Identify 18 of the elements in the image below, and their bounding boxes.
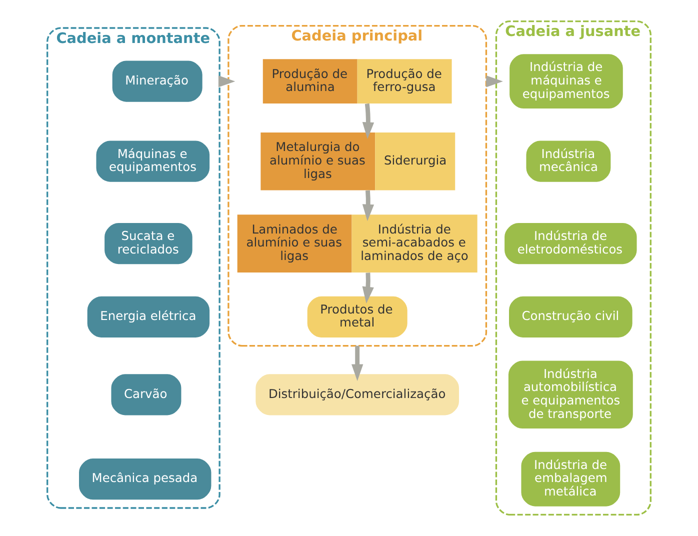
arrow — [351, 346, 364, 381]
node-box: Indústria de máquinas e equipamentos — [510, 54, 623, 109]
node-box: Produtos de metal — [307, 296, 408, 338]
arrow — [362, 190, 374, 222]
node-box: Indústria de eletrodomésticos — [504, 223, 637, 264]
node-box: Indústria de embalagem metálica — [521, 452, 620, 506]
arrow — [362, 272, 374, 304]
node-box: Distribuição/Comercialização — [256, 374, 459, 416]
node-box: Indústria automobilística e equipamentos de transporte — [508, 360, 633, 429]
node-box: Máquinas e equipamentos — [96, 140, 210, 182]
arrow — [362, 103, 374, 139]
node-box: Energia elétrica — [87, 296, 210, 338]
node-box: Mineração — [112, 60, 202, 102]
node-box: Construção civil — [509, 296, 632, 338]
node-box: Sucata e reciclados — [104, 223, 192, 264]
node-box: Mecânica pesada — [79, 458, 212, 500]
node-box: Carvão — [111, 374, 182, 416]
node-box: Indústria mecânica — [526, 140, 611, 182]
